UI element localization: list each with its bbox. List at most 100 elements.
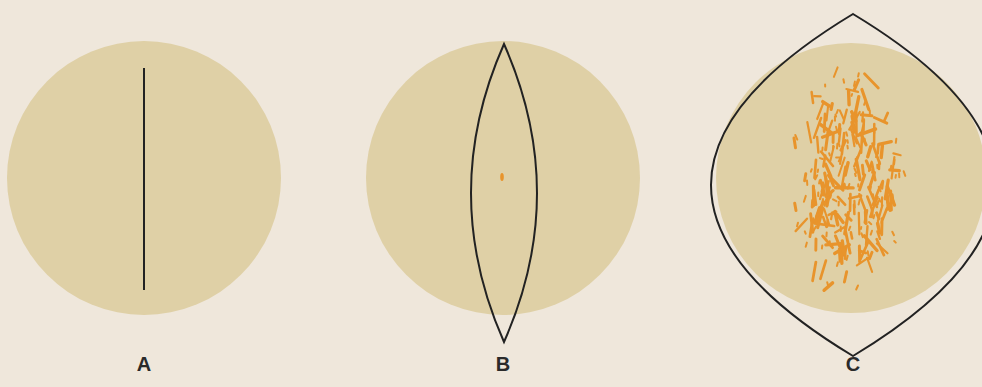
orange-stroke (841, 141, 845, 150)
orange-stroke (862, 120, 865, 131)
orange-stroke (880, 222, 883, 235)
orange-stroke (826, 131, 829, 150)
orange-stroke (821, 183, 824, 195)
orange-stroke (877, 231, 880, 238)
orange-stroke (859, 200, 860, 204)
orange-stroke (864, 212, 868, 224)
orange-stroke (857, 73, 860, 76)
panel-letter: A (137, 353, 151, 375)
orange-stroke (846, 146, 848, 149)
circle-b (366, 41, 640, 315)
orange-stroke (820, 157, 823, 160)
orange-stroke (856, 286, 858, 290)
orange-stroke (823, 114, 827, 132)
orange-stroke (869, 111, 871, 115)
orange-stroke (812, 92, 814, 103)
orange-stroke (839, 157, 841, 161)
orange-stroke (862, 165, 863, 174)
orange-stroke (837, 110, 838, 113)
orange-stroke (829, 175, 834, 185)
orange-stroke (817, 170, 819, 172)
orange-stroke (832, 146, 834, 149)
orange-stroke (833, 199, 836, 201)
orange-stroke (864, 236, 877, 251)
orange-stroke (838, 197, 845, 205)
orange-stroke (884, 113, 888, 121)
orange-stroke (858, 213, 861, 235)
orange-stroke (805, 174, 806, 181)
orange-stroke (797, 223, 798, 227)
orange-stroke (837, 262, 838, 266)
orange-stroke (868, 147, 871, 157)
orange-stroke (851, 94, 854, 96)
orange-stroke (821, 125, 832, 134)
orange-stroke (857, 184, 859, 186)
orange-stroke (894, 241, 896, 243)
orange-stroke (847, 256, 848, 260)
orange-stroke (825, 233, 827, 237)
orange-stroke (845, 163, 848, 175)
orange-stroke (804, 231, 807, 233)
orange-stroke (829, 195, 832, 197)
orange-stroke (810, 169, 813, 172)
orange-stroke (840, 110, 844, 119)
orange-stroke (815, 160, 817, 178)
orange-stroke (820, 261, 826, 279)
orange-stroke (846, 132, 847, 136)
orange-stroke (904, 171, 906, 176)
orange-stroke (854, 150, 861, 167)
orange-stroke (869, 222, 871, 224)
orange-stroke (826, 220, 829, 226)
orange-stroke (860, 175, 865, 190)
lens-outline-b (471, 44, 537, 342)
orange-stroke (795, 203, 796, 210)
orange-stroke (854, 174, 857, 176)
orange-stroke (886, 191, 890, 202)
circle-a (7, 41, 281, 315)
orange-stroke (838, 125, 841, 134)
orange-stroke (865, 74, 879, 88)
orange-stroke (859, 251, 866, 253)
orange-stroke (870, 197, 878, 217)
label-holder: B (473, 352, 533, 376)
orange-stroke (814, 118, 821, 138)
orange-stroke (814, 239, 817, 250)
orange-stroke (854, 80, 858, 90)
orange-stroke (859, 194, 866, 212)
orange-stroke (838, 143, 841, 147)
orange-stroke (895, 139, 898, 143)
orange-stroke (836, 127, 837, 132)
orange-stroke (829, 212, 837, 215)
orange-stroke (878, 205, 883, 221)
orange-stroke (796, 219, 807, 231)
panel-letter: B (496, 353, 510, 375)
orange-stroke (853, 82, 856, 86)
orange-stroke (846, 232, 850, 253)
orange-stroke (855, 169, 857, 173)
orange-stroke (860, 227, 862, 229)
orange-stroke (890, 195, 894, 202)
orange-stroke (821, 180, 825, 194)
orange-stroke (855, 97, 859, 117)
orange-spot (500, 173, 504, 181)
orange-stroke (835, 227, 844, 232)
orange-stroke (856, 137, 861, 148)
orange-stroke (849, 227, 850, 230)
orange-stroke (846, 215, 852, 221)
label-holder: A (114, 352, 174, 376)
orange-stroke (889, 203, 891, 211)
panel-letter: C (846, 353, 860, 375)
orange-stroke (852, 122, 854, 131)
orange-stroke (887, 187, 894, 206)
orange-stroke (882, 208, 887, 220)
orange-stroke (830, 147, 834, 161)
orange-stroke (813, 262, 816, 281)
orange-stroke (867, 197, 872, 209)
incision-line (143, 68, 145, 290)
orange-stroke (817, 137, 818, 153)
orange-stroke (893, 153, 900, 155)
orange-stroke (834, 67, 838, 77)
orange-stroke (807, 122, 811, 143)
orange-stroke (862, 89, 869, 109)
orange-stroke (873, 144, 880, 164)
